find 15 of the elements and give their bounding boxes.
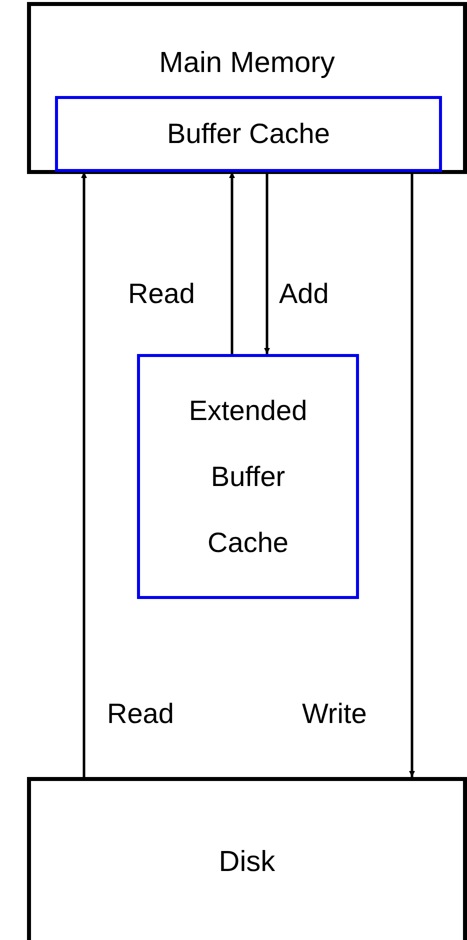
memory-box [27,2,467,174]
cache-box [55,96,442,172]
node-label: Disk [218,845,276,880]
edge-label: Write [302,700,367,728]
cache-box [137,354,359,599]
edge-label: Read [107,700,174,728]
arrow [81,172,87,777]
arrow [229,172,235,354]
arrow [264,172,270,354]
edge-label: Add [279,280,329,308]
edge-label: Read [128,280,195,308]
node-label: Buffer Cache [167,117,330,151]
node-label: Extended Buffer Cache [188,394,308,560]
node-label: Main Memory [159,46,335,81]
arrow [409,172,415,777]
